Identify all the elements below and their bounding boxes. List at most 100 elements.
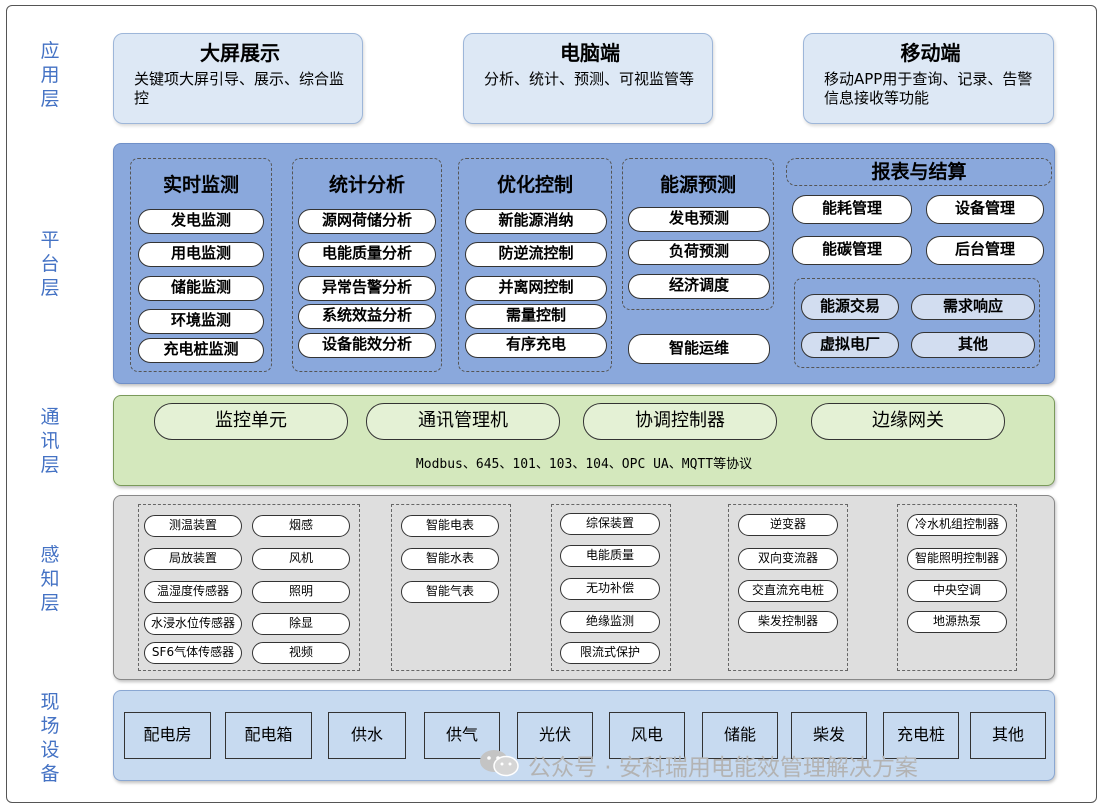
platform-item: 经济调度 (628, 274, 770, 299)
platform-forecast-group: 能源预测 (622, 158, 774, 310)
sense-meter-group (391, 504, 511, 671)
sense-protection-group (551, 504, 671, 671)
platform-item: 能耗管理 (792, 195, 912, 224)
platform-item: 设备管理 (926, 195, 1044, 224)
platform-item: 需求响应 (911, 294, 1035, 320)
sense-item: SF6气体传感器 (144, 642, 242, 664)
sense-item: 烟感 (252, 515, 350, 537)
app-mobile-box: 移动端 移动APP用于查询、记录、告警信息接收等功能 (803, 33, 1054, 124)
platform-market-group (794, 278, 1040, 368)
comm-unit: 监控单元 (154, 403, 348, 440)
platform-item: 能源交易 (801, 294, 899, 320)
sense-item: 电能质量 (560, 545, 660, 567)
field-device: 柴发 (791, 712, 867, 759)
platform-item: 新能源消纳 (465, 209, 607, 234)
platform-om-pill: 智能运维 (628, 334, 770, 364)
sense-item: 柴发控制器 (738, 611, 838, 633)
platform-optimize-group: 优化控制 (458, 158, 612, 372)
comm-unit: 通讯管理机 (366, 403, 560, 440)
sense-item: 风机 (252, 548, 350, 570)
comm-unit: 协调控制器 (583, 403, 777, 440)
sense-env-group (138, 504, 360, 671)
sense-item: 温湿度传感器 (144, 581, 242, 603)
sense-item: 地源热泵 (907, 611, 1007, 633)
app-bigscreen-title: 大屏展示 (200, 41, 280, 65)
sense-item: 无功补偿 (560, 578, 660, 600)
sense-item: 局放装置 (144, 548, 242, 570)
platform-item: 有序充电 (465, 333, 607, 358)
sense-item: 综保装置 (560, 513, 660, 535)
platform-item: 系统效益分析 (298, 304, 436, 329)
layer-label-app: 应 用 层 (40, 40, 60, 110)
sense-hvac-group (897, 504, 1017, 671)
platform-realtime-title: 实时监测 (162, 174, 239, 196)
field-device: 配电房 (124, 712, 211, 759)
app-bigscreen-desc: 关键项大屏引导、展示、综合监控 (134, 70, 345, 107)
platform-item: 需量控制 (465, 304, 607, 329)
sense-item: 逆变器 (738, 514, 838, 536)
platform-item: 负荷预测 (628, 240, 770, 265)
platform-item: 用电监测 (138, 242, 264, 267)
sense-item: 智能电表 (401, 515, 499, 537)
field-device: 其他 (970, 712, 1046, 759)
platform-stats-group: 统计分析 (292, 158, 442, 372)
field-device: 供气 (424, 712, 500, 759)
field-device: 光伏 (517, 712, 593, 759)
sense-item: 限流式保护 (560, 642, 660, 664)
sense-item: 照明 (252, 581, 350, 603)
sense-item: 水浸水位传感器 (144, 613, 242, 635)
platform-realtime-group: 实时监测 (130, 158, 272, 372)
platform-item: 防逆流控制 (465, 242, 607, 267)
platform-forecast-title: 能源预测 (659, 174, 736, 196)
sense-item: 智能气表 (401, 581, 499, 603)
platform-item: 储能监测 (138, 276, 264, 301)
platform-item: 充电桩监测 (138, 338, 264, 363)
platform-item: 设备能效分析 (298, 333, 436, 358)
field-device: 风电 (609, 712, 685, 759)
sense-item: 视频 (252, 642, 350, 664)
platform-report-title-box: 报表与结算 (786, 158, 1052, 186)
app-pc-box: 电脑端 分析、统计、预测、可视监管等 (463, 33, 713, 124)
platform-item: 发电监测 (138, 209, 264, 234)
sense-item: 中央空调 (907, 580, 1007, 602)
app-mobile-title: 移动端 (900, 41, 961, 65)
sense-item: 智能水表 (401, 548, 499, 570)
platform-item: 异常告警分析 (298, 276, 436, 301)
sense-item: 双向变流器 (738, 548, 838, 570)
layer-label-comm: 通 讯 层 (40, 406, 60, 476)
platform-item: 电能质量分析 (298, 242, 436, 267)
wechat-icon (478, 748, 522, 784)
platform-item: 源网荷储分析 (298, 209, 436, 234)
platform-item: 虚拟电厂 (801, 332, 899, 358)
sense-item: 冷水机组控制器 (907, 514, 1007, 536)
comm-unit: 边缘网关 (811, 403, 1005, 440)
platform-stats-title: 统计分析 (328, 174, 405, 196)
sense-item: 测温装置 (144, 515, 242, 537)
sense-item: 智能照明控制器 (907, 548, 1007, 570)
comm-protocols: Modbus、645、101、103、104、OPC UA、MQTT等协议 (415, 457, 753, 472)
sense-converter-group (728, 504, 848, 671)
platform-item: 并离网控制 (465, 276, 607, 301)
layer-label-platform: 平 台 层 (40, 229, 60, 299)
platform-item: 发电预测 (628, 207, 770, 232)
platform-item: 其他 (911, 332, 1035, 358)
app-pc-desc: 分析、统计、预测、可视监管等 (484, 70, 695, 88)
field-device: 充电桩 (883, 712, 959, 759)
app-pc-title: 电脑端 (560, 41, 620, 65)
sense-item: 除显 (252, 613, 350, 635)
platform-item: 后台管理 (926, 236, 1044, 265)
field-device: 供水 (328, 712, 406, 759)
app-mobile-desc: 移动APP用于查询、记录、告警信息接收等功能 (824, 70, 1033, 107)
field-device: 配电箱 (225, 712, 312, 759)
watermark: 公众号 · 安科瑞用电能效管理解决方案 (478, 748, 1058, 784)
layer-label-field: 现 场 设 备 (40, 691, 60, 785)
sense-item: 交直流充电桩 (738, 580, 838, 602)
platform-item: 环境监测 (138, 309, 264, 334)
platform-optimize-title: 优化控制 (496, 174, 573, 196)
platform-report-title: 报表与结算 (871, 161, 967, 183)
watermark-text: 公众号 · 安科瑞用电能效管理解决方案 (528, 755, 918, 781)
field-device: 储能 (702, 712, 778, 759)
platform-item: 能碳管理 (792, 236, 912, 265)
layer-label-sense: 感 知 层 (40, 544, 60, 614)
sense-item: 绝缘监测 (560, 611, 660, 633)
